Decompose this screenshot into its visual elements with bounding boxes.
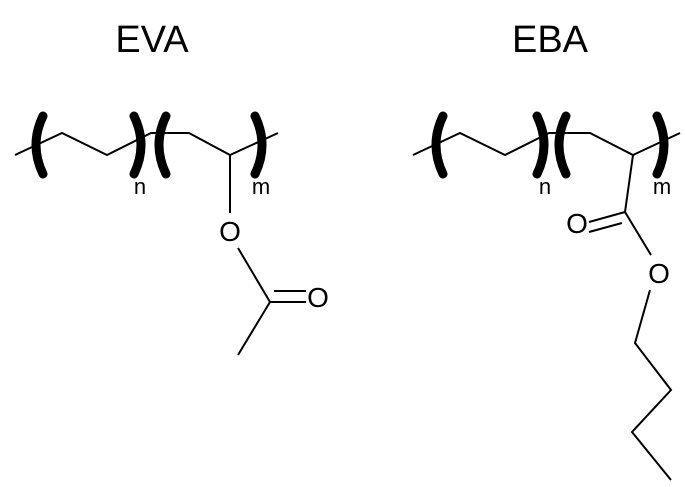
eba-repeat-n: n [539,174,551,199]
eba-butyl-chain [630,289,673,481]
eba-structure: EBA n m O O [412,19,681,481]
eba-carbonyl-bond-2 [588,222,623,233]
eba-title: EBA [512,19,589,61]
eva-oxygen-carbon-bond [237,247,271,303]
eba-side-bond [624,154,634,213]
eva-backbone [14,131,279,157]
eva-methyl-bond [237,301,271,356]
eba-repeat-m: m [653,174,671,199]
eba-paren-open-2 [554,111,571,179]
eva-paren-open-2 [154,111,171,179]
eva-repeat-n: n [134,174,146,199]
eba-carbonyl-oxygen: O [566,208,588,239]
eva-ester-oxygen: O [219,216,241,247]
eva-structure: EVA n m O O [14,19,329,356]
eba-ester-oxygen: O [648,258,670,289]
eba-paren-open-1 [431,111,448,179]
eva-title: EVA [115,19,189,61]
eba-carbon-oxygen-bond [624,211,652,256]
eva-paren-open-1 [31,111,48,179]
eva-repeat-m: m [252,174,270,199]
eva-paren-close-2 [250,111,267,179]
eba-carbonyl-bond-1 [588,211,626,223]
eva-carbonyl-oxygen: O [307,282,329,313]
eba-paren-close-2 [652,111,669,179]
eva-paren-close-1 [129,111,146,179]
eba-paren-close-1 [532,111,549,179]
